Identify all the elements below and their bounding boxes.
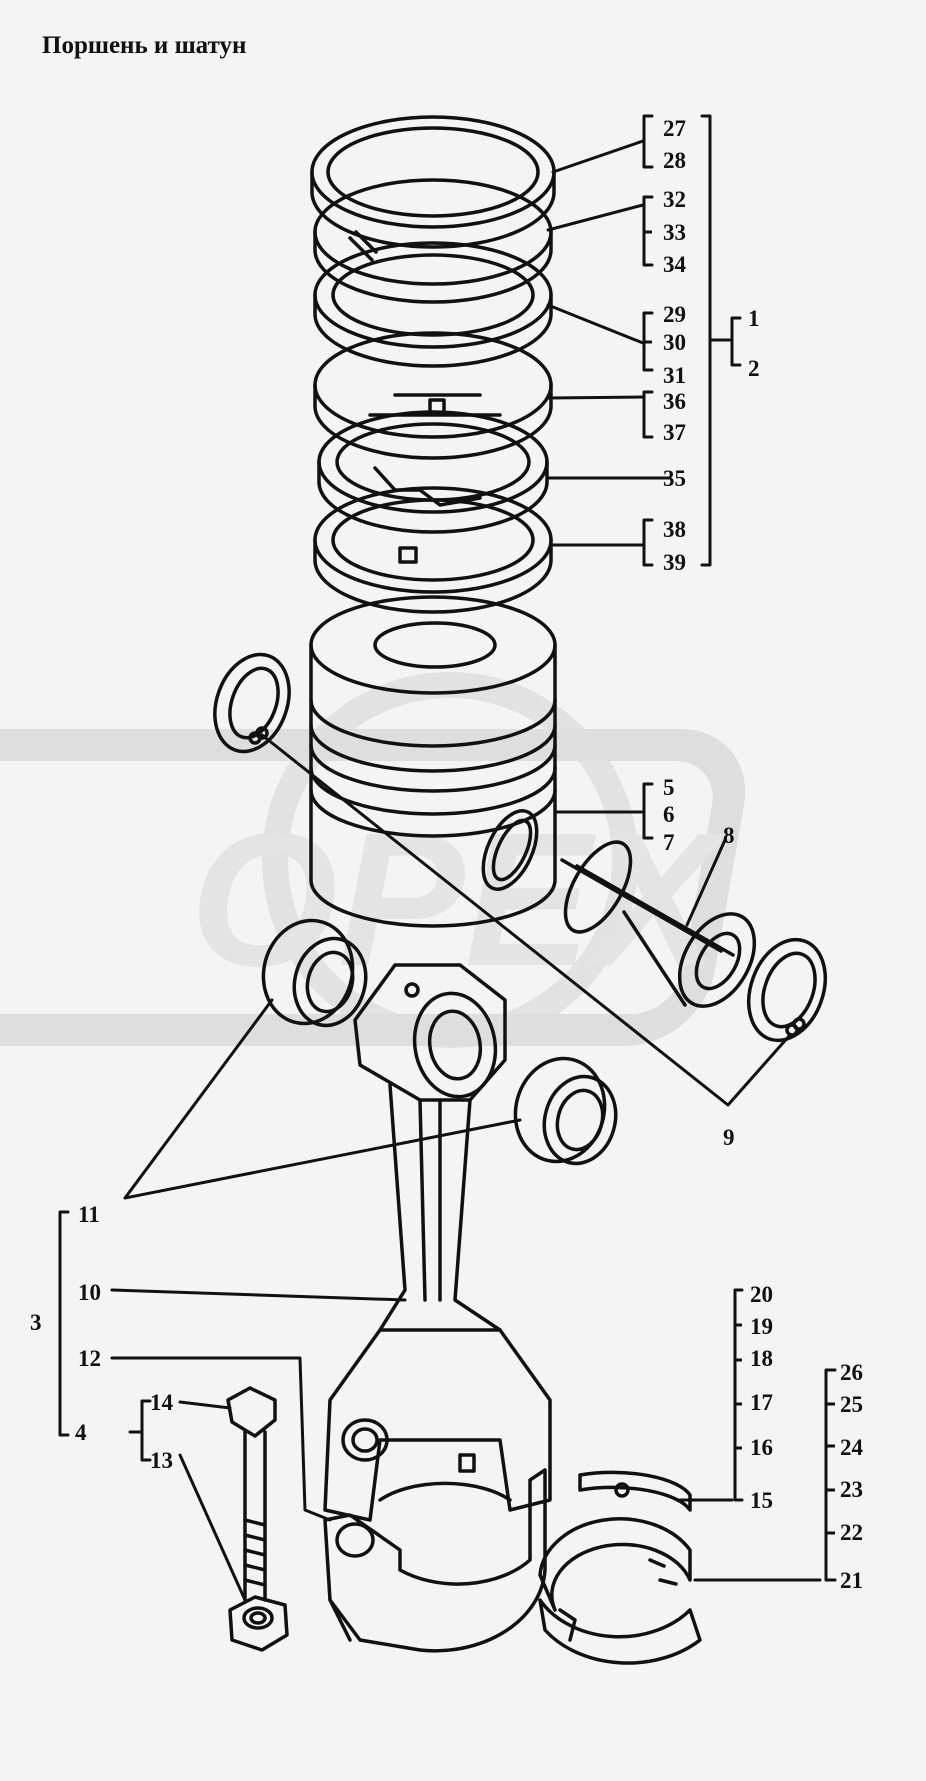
callout-21: 21 [840,1568,863,1593]
piston-pin [560,840,757,1008]
piston-pin-bore [481,809,539,891]
piston-ring-stack [310,115,556,614]
callout-18: 18 [750,1346,773,1371]
callout-33: 33 [663,220,686,245]
callout-6: 6 [663,802,675,827]
piston [309,595,557,928]
callout-8: 8 [723,823,735,848]
callout-10: 10 [78,1280,101,1305]
callout-7: 7 [663,830,675,855]
callout-35: 35 [663,466,686,491]
watermark-text: OPEX [190,794,728,1006]
callout-17: 17 [750,1390,773,1415]
bracket-ticks [644,230,835,1535]
callout-numbers: 27 28 32 33 34 29 30 31 1 2 36 37 35 38 … [30,116,864,1593]
callout-4: 4 [75,1420,87,1445]
callout-16: 16 [750,1435,773,1460]
callout-1: 1 [748,306,760,331]
callout-34: 34 [663,252,687,277]
callout-brackets [58,114,837,1582]
connecting-rod-cap [323,1468,547,1653]
small-end-bushing-right [513,1056,618,1166]
rod-bolt [226,1386,277,1602]
callout-26: 26 [840,1360,863,1385]
leader-lines [110,139,822,1602]
callout-30: 30 [663,330,686,355]
callout-22: 22 [840,1520,863,1545]
snap-ring-left [213,652,291,754]
callout-14: 14 [150,1390,174,1415]
callout-25: 25 [840,1392,863,1417]
callout-20: 20 [750,1282,773,1307]
callout-32: 32 [663,187,686,212]
callout-31: 31 [663,363,686,388]
watermark-logo: OPEX [0,672,746,1048]
callout-28: 28 [663,148,686,173]
callout-9: 9 [723,1125,735,1150]
rod-bearing-lower-shell [538,1558,702,1665]
rod-nut [228,1595,289,1652]
small-end-bushing-left [261,918,368,1028]
callout-23: 23 [840,1477,863,1502]
rod-bearing-upper-shell [538,1470,692,1612]
callout-15: 15 [750,1488,773,1513]
callout-29: 29 [663,302,686,327]
callout-13: 13 [150,1448,173,1473]
callout-37: 37 [663,420,686,445]
snap-ring-right [747,937,827,1043]
compression-ring-top [310,115,556,249]
callout-5: 5 [663,775,675,800]
callout-11: 11 [78,1202,100,1227]
callout-12: 12 [78,1346,101,1371]
callout-3: 3 [30,1310,42,1335]
callout-39: 39 [663,550,686,575]
connecting-rod [323,963,552,1522]
callout-19: 19 [750,1314,773,1339]
callout-38: 38 [663,517,686,542]
compression-ring-third [313,241,553,368]
page-title: Поршень и шатун [42,32,247,59]
callout-36: 36 [663,389,686,414]
callout-24: 24 [840,1435,864,1460]
callout-27: 27 [663,116,686,141]
callout-2: 2 [748,356,760,381]
oil-ring-lower [313,486,553,614]
